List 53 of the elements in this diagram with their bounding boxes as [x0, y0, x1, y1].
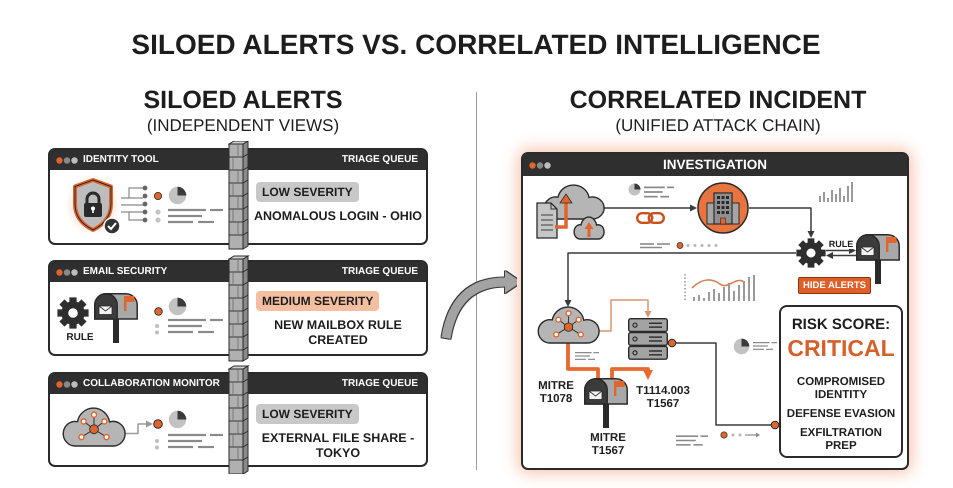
arrow [125, 420, 153, 434]
app-window [48, 372, 428, 467]
icon-caption: RULE [66, 333, 94, 343]
window-title: COLLABORATION MONITOR [83, 379, 220, 389]
status-dot-icon [153, 419, 163, 429]
severity-badge: LOW SEVERITY [256, 404, 359, 424]
mailbox-icon [584, 378, 628, 428]
cloud-network-icon [63, 408, 125, 446]
queue-label: TRIAGE QUEUE [342, 155, 418, 165]
section-subheading: (INDEPENDENT VIEWS) [146, 117, 340, 134]
technique-label: MITRE T1078 [537, 380, 575, 406]
cloud-network-icon [538, 307, 599, 343]
severity-badge: MEDIUM SEVERITY [256, 291, 380, 311]
app-window [48, 148, 428, 245]
alert-description: ANOMALOUS LOGIN - OHIO [252, 209, 424, 224]
risk-level: CRITICAL [787, 336, 895, 361]
section-subheading: (UNIFIED ATTACK CHAIN) [615, 117, 821, 134]
window-title: IDENTITY TOOL [83, 155, 159, 165]
arrow [610, 367, 653, 380]
diagram-title: SILOED ALERTS VS. CORRELATED INTELLIGENCE [131, 31, 821, 59]
technique-label: MITRE T1567 [589, 432, 627, 458]
risk-factor: COMPROMISED IDENTITY [796, 376, 886, 402]
arrow [826, 247, 856, 254]
arrow [826, 252, 856, 259]
risk-heading: RISK SCORE: [792, 316, 890, 333]
building-icon [697, 182, 749, 234]
severity-badge: LOW SEVERITY [256, 182, 359, 202]
cloud-upload-icon [536, 183, 604, 240]
curved-arrow [442, 271, 521, 339]
section-heading: CORRELATED INCIDENT [570, 88, 866, 113]
connector-line [566, 343, 600, 378]
arrow [599, 299, 652, 332]
queue-label: TRIAGE QUEUE [342, 379, 418, 389]
alert-tag: HIDE ALERTS [798, 277, 871, 294]
gear-icon [796, 238, 826, 268]
section-heading: SILOED ALERTS [143, 88, 343, 113]
technique-label: T1114.003 T1567 [635, 385, 691, 411]
arrow [564, 252, 796, 307]
arrow [749, 207, 814, 238]
risk-factor: EXFILTRATION PREP [799, 427, 883, 453]
risk-factor: DEFENSE EVASION [786, 408, 896, 421]
server-icon [628, 318, 668, 360]
app-window [48, 260, 428, 356]
alert-description: EXTERNAL FILE SHARE - TOKYO [260, 431, 416, 460]
risk-card [779, 305, 903, 458]
alert-description: NEW MAILBOX RULE CREATED [273, 318, 403, 347]
edge-label: RULE [828, 238, 854, 248]
arrow [604, 204, 697, 212]
connector-line [668, 338, 780, 430]
app-window [521, 152, 909, 470]
queue-label: TRIAGE QUEUE [342, 267, 418, 277]
window-title: EMAIL SECURITY [83, 267, 168, 277]
window-title: INVESTIGATION [663, 158, 767, 172]
